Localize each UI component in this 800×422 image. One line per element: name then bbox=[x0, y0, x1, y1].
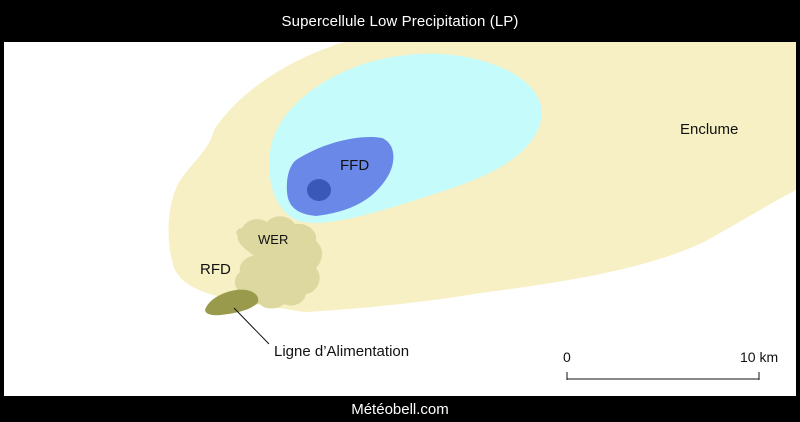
inflow-band bbox=[205, 289, 259, 316]
wer-region bbox=[235, 216, 323, 309]
diagram-canvas: Enclume FFD WER RFD Ligne d’Alimentation… bbox=[4, 42, 796, 396]
title-bar: Supercellule Low Precipitation (LP) bbox=[0, 0, 800, 42]
scale-bar-end-label: 10 km bbox=[740, 349, 778, 365]
scale-bar: 0 10 km bbox=[563, 349, 778, 380]
heavy-precipitation-core bbox=[307, 179, 331, 201]
scale-bar-start-label: 0 bbox=[563, 349, 571, 365]
inflow-label: Ligne d’Alimentation bbox=[274, 343, 409, 360]
ffd-label: FFD bbox=[340, 157, 369, 174]
supercell-diagram: Enclume FFD WER RFD Ligne d’Alimentation… bbox=[168, 42, 796, 380]
wer-label: WER bbox=[258, 232, 288, 247]
diagram-title: Supercellule Low Precipitation (LP) bbox=[281, 12, 519, 30]
footer-bar: Météobell.com bbox=[0, 396, 800, 422]
footer-credit: Météobell.com bbox=[351, 400, 449, 418]
rfd-label: RFD bbox=[200, 261, 231, 278]
anvil-label: Enclume bbox=[680, 121, 738, 138]
inflow-leader-line bbox=[233, 307, 270, 345]
